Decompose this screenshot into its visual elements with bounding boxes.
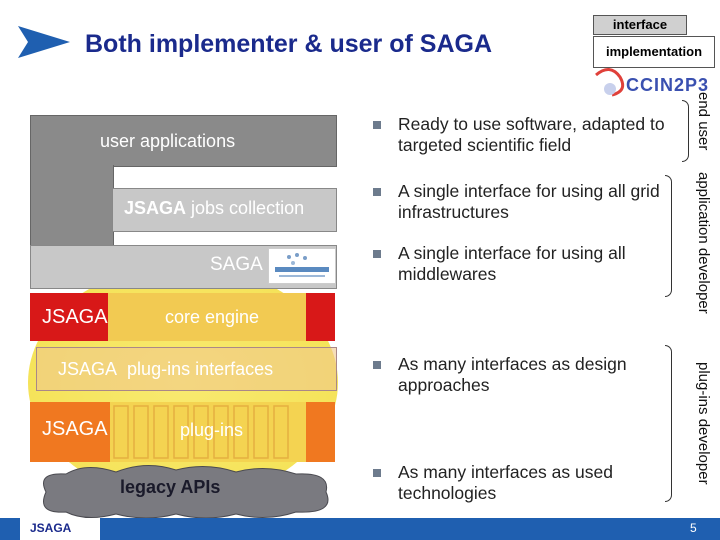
opengridforum-logo [268,248,336,284]
role-end-user: end user [695,92,712,151]
user-applications-label: user applications [100,131,236,151]
bullet-marker [373,121,381,129]
legacy-apis-label: legacy APIs [120,477,221,497]
bullet-1: Ready to use software, adapted to target… [398,114,665,155]
bullet-2: A single interface for using all grid in… [398,181,660,222]
bullet-4: As many interfaces as design approaches [398,354,627,395]
jobs-collection-label: jobs collection [191,198,305,218]
plugins-label: plug-ins [180,420,244,440]
core-engine-prefix: JSAGA [42,306,108,328]
legend-implementation-label: implementation [605,44,703,59]
core-engine-label: core engine [165,307,260,327]
legacy-apis-cloud [43,465,329,519]
ogf-dots-icon [275,253,329,277]
legend-implementation: implementation [593,36,715,68]
legend-interface: interface [593,15,687,35]
ccin2p3-text: CCIN2P3 [626,75,710,95]
plugins-interfaces-text: JSAGA plug-ins interfaces [58,359,273,380]
footer-logo-box [20,518,100,540]
role-application-developer: application developer [695,172,712,314]
bullet-marker [373,250,381,258]
plugins-slots [110,402,306,462]
role-plugins-developer: plug-ins developer [695,362,712,485]
jobs-collection-prefix: JSAGA [124,198,187,218]
arrow-logo-icon [18,26,70,58]
jobs-collection-layer [112,188,337,232]
plugin-slot-bars [113,405,289,459]
page-number: 5 [690,521,697,535]
bullet-3: A single interface for using all middlew… [398,243,626,284]
application-developer-brace [665,175,672,297]
end-user-brace [682,100,689,162]
slide-title: Both implementer & user of SAGA [85,30,492,58]
ccin2p3-logo: CCIN2P3 [590,65,708,105]
plugins-interfaces-layer [36,347,337,391]
bullet-marker [373,188,381,196]
plugins-prefix: JSAGA [42,418,108,440]
bullet-5: As many interfaces as used technologies [398,462,613,503]
footer-bar [0,518,720,540]
plugins-interfaces-label: plug-ins interfaces [127,359,274,379]
bullet-marker [373,361,381,369]
plugins-developer-brace [665,345,672,502]
legend-interface-label: interface [612,17,668,32]
core-engine-inner [108,293,306,341]
user-applications-layer [30,115,337,167]
footer-jsaga-logo: JSAGA [30,521,72,535]
application-column [30,165,114,246]
saga-label: SAGA [210,254,263,275]
jobs-collection-text: JSAGA jobs collection [124,198,304,219]
bullet-marker [373,469,381,477]
ccin2p3-swirl-icon [595,68,625,97]
plugins-interfaces-prefix: JSAGA [58,359,118,379]
